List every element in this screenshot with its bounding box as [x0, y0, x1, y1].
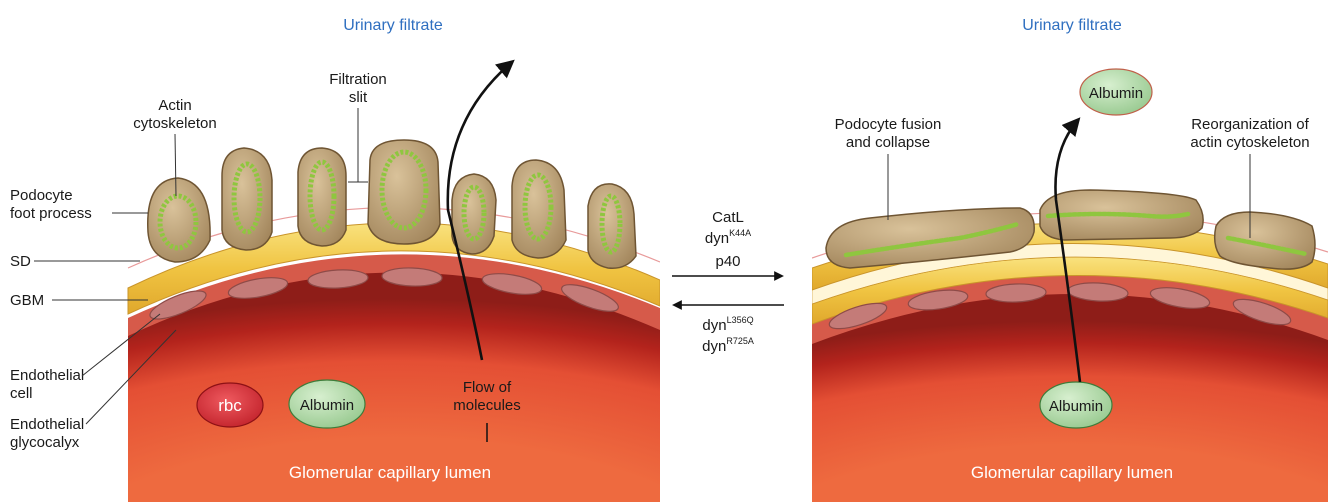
- flow-label-line2: molecules: [453, 397, 521, 414]
- fusion-label-line2: and collapse: [846, 134, 930, 151]
- reverse-label-dyn2: dynR725A: [702, 336, 754, 355]
- right-lumen-label: Glomerular capillary lumen: [971, 463, 1173, 482]
- actin-label-line2: cytoskeleton: [133, 115, 216, 132]
- right-urinary-filtrate-label: Urinary filtrate: [1022, 17, 1122, 34]
- endothelial-cell-label-line1: Endothelial: [10, 367, 84, 384]
- filtration-slit-label-line1: Filtration: [329, 71, 387, 88]
- left-urinary-filtrate-label: Urinary filtrate: [343, 17, 443, 34]
- forward-label-dyn: dynK44A: [705, 228, 751, 247]
- rbc-label: rbc: [218, 396, 242, 415]
- podocyte-label-line2: foot process: [10, 205, 92, 222]
- albumin-label: Albumin: [300, 397, 354, 414]
- filtration-slit-label-line2: slit: [349, 89, 368, 106]
- sd-label: SD: [10, 253, 31, 270]
- transition-arrows: CatL dynK44A p40 dynL356Q dynR725A: [672, 209, 784, 355]
- glycocalyx-label-line2: glycocalyx: [10, 434, 80, 451]
- reverse-label-dyn1: dynL356Q: [702, 315, 753, 334]
- glycocalyx-label-line1: Endothelial: [10, 416, 84, 433]
- reorg-label-line1: Reorganization of: [1191, 116, 1309, 133]
- right-albumin-bottom-label: Albumin: [1049, 398, 1103, 415]
- right-panel: [812, 120, 1328, 502]
- right-albumin-top-label: Albumin: [1089, 85, 1143, 102]
- reorg-label-line2: actin cytoskeleton: [1190, 134, 1309, 151]
- left-lumen-label: Glomerular capillary lumen: [289, 463, 491, 482]
- actin-label-line1: Actin: [158, 97, 191, 114]
- endothelial-cell-label-line2: cell: [10, 385, 33, 402]
- podocyte-label-line1: Podocyte: [10, 187, 73, 204]
- gbm-label: GBM: [10, 292, 44, 309]
- forward-label-catl: CatL: [712, 209, 744, 226]
- flow-label-line1: Flow of: [463, 379, 512, 396]
- fusion-label-line1: Podocyte fusion: [835, 116, 942, 133]
- forward-label-p40: p40: [715, 253, 740, 270]
